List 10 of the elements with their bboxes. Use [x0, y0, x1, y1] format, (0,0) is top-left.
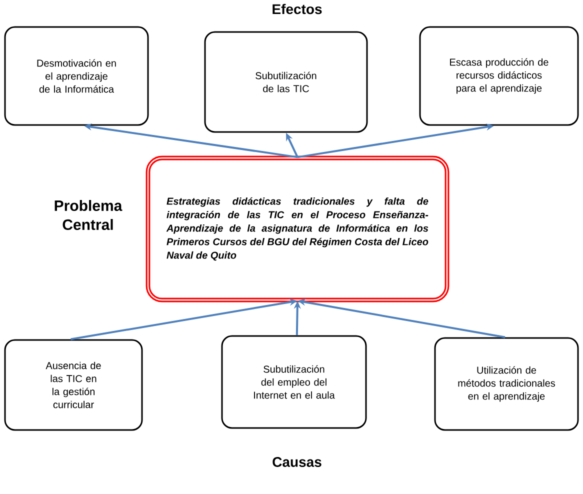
- section-heading: Causas: [272, 457, 322, 467]
- effect-box: Desmotivación en el aprendizaje de la Informática: [4, 26, 149, 126]
- cause-box: Utilización de métodos tradicionales en el aprendizaje: [434, 337, 579, 431]
- effect-box: Escasa producción de recursos didácticos para el aprendizaje: [419, 26, 579, 126]
- cause-box: Ausencia de las TIC en la gestión curricular: [4, 339, 143, 431]
- section-heading: Problema Central: [54, 200, 122, 230]
- cause-box: Subutilización del empleo del Internet en el aula: [221, 335, 367, 429]
- effect-box: Subutilización de las TIC: [204, 31, 368, 133]
- section-heading: Efectos: [272, 4, 322, 14]
- problem-box: Estrategias didácticas tradicionales y falta de integración de las TIC en el Proceso Enseñanza-Aprendizaje de la asignatura de Informática en los Primeros Cursos del BGU del Régimen Costa del Liceo Naval de Quito: [146, 156, 450, 302]
